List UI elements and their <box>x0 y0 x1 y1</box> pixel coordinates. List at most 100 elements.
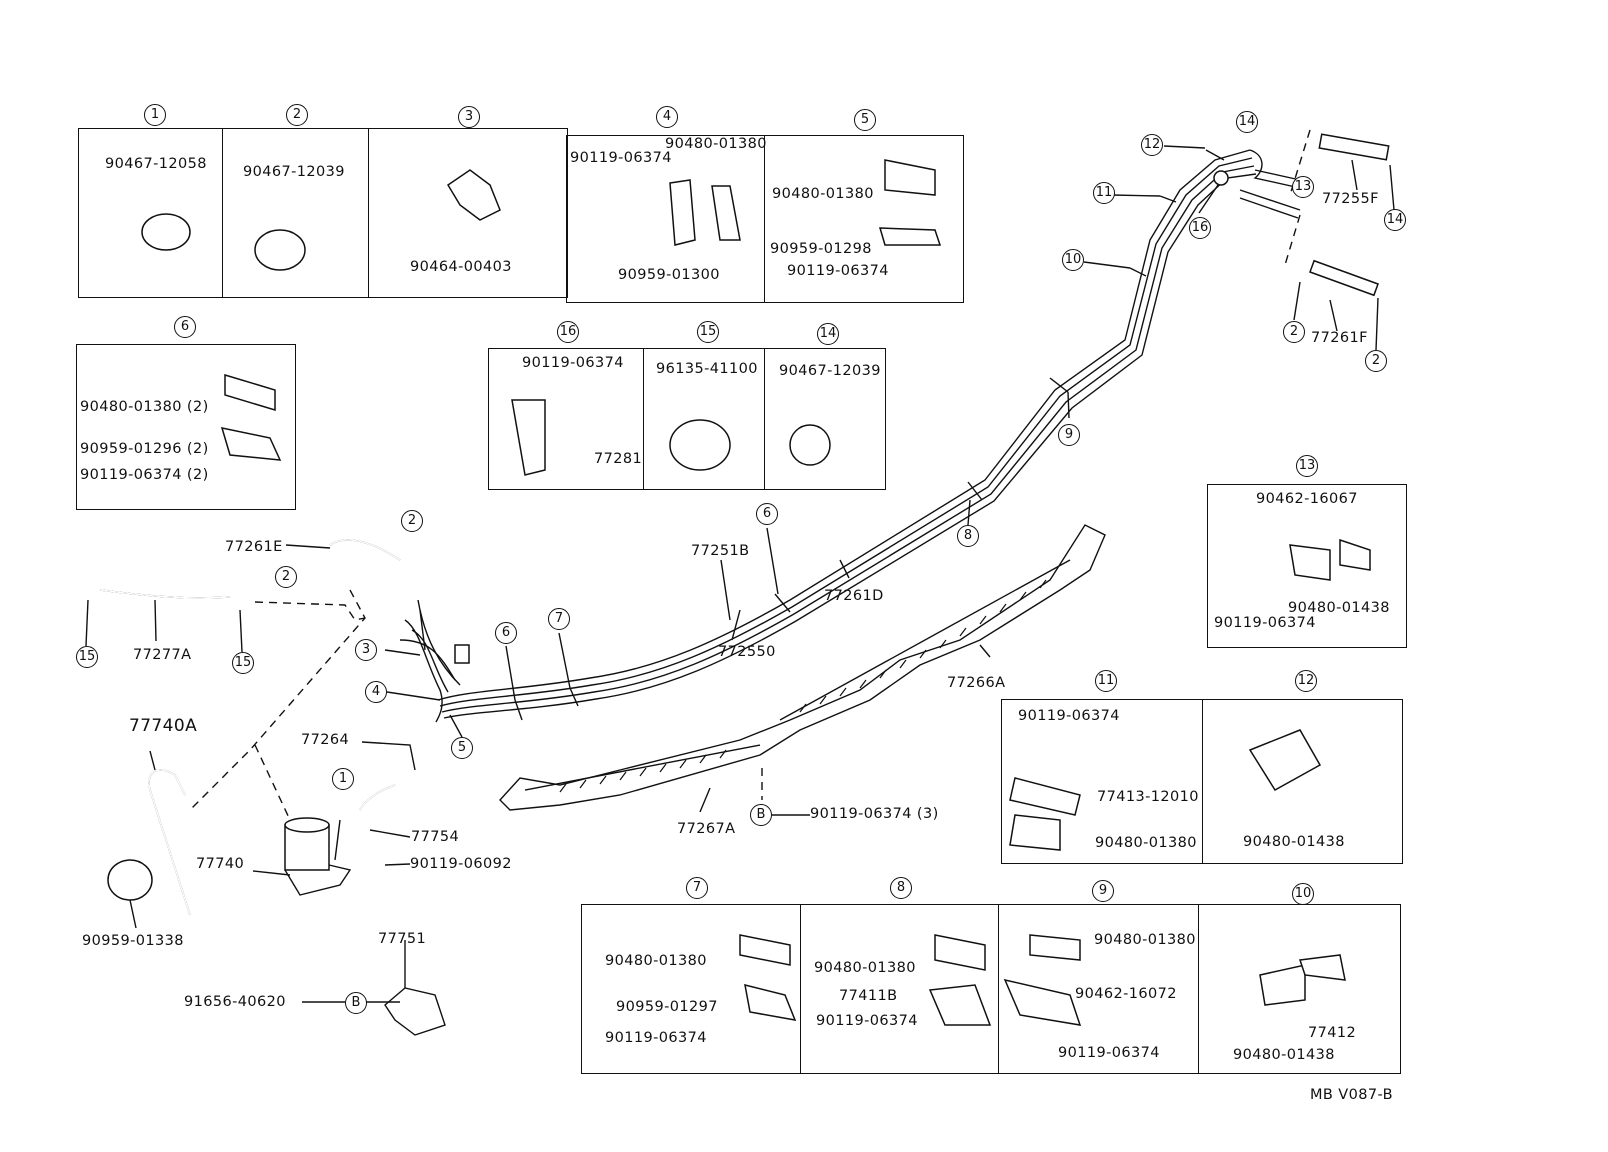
part-77266A: 77266A <box>947 675 1006 691</box>
detail-frame-1-4 <box>78 128 568 298</box>
part-90119-06374: 90119-06374 <box>522 355 624 371</box>
part-77267A: 77267A <box>677 821 736 837</box>
callout-1-line: 1 <box>332 768 354 790</box>
divider <box>222 128 223 298</box>
part-90480-01380: 90480-01380 <box>665 136 767 152</box>
callout-2-left: 2 <box>275 566 297 588</box>
callout-16-line: 16 <box>1189 217 1211 239</box>
part-90480-01380: 90480-01380 <box>605 953 707 969</box>
callout-14-right: 14 <box>1384 209 1406 231</box>
part-90464-00403: 90464-00403 <box>410 259 512 275</box>
callout-14-top: 14 <box>1236 111 1258 133</box>
box-part-icons <box>141 159 1371 1026</box>
part-90462-16067: 90462-16067 <box>1256 491 1358 507</box>
callout-7-line: 7 <box>548 608 570 630</box>
part-90467-12039: 90467-12039 <box>243 164 345 180</box>
divider <box>368 128 369 298</box>
callout-7: 7 <box>686 877 708 899</box>
part-77751: 77751 <box>378 931 427 947</box>
part-77740A: 77740A <box>129 716 198 736</box>
callout-13: 13 <box>1296 455 1318 477</box>
part-90480-01380: 90480-01380 <box>814 960 916 976</box>
callout-8: 8 <box>890 877 912 899</box>
callout-3-line: 3 <box>355 639 377 661</box>
part-90467-12039: 90467-12039 <box>779 363 881 379</box>
part-90119-06374: 90119-06374 <box>816 1013 918 1029</box>
callout-2-far-right: 2 <box>1365 350 1387 372</box>
divider <box>998 904 999 1074</box>
callout-5-line: 5 <box>451 737 473 759</box>
callout-14: 14 <box>817 323 839 345</box>
detail-frame-4-5 <box>566 135 964 303</box>
callout-1: 1 <box>144 104 166 126</box>
callout-6-line: 6 <box>756 503 778 525</box>
callout-6: 6 <box>174 316 196 338</box>
part-96135-41100: 96135-41100 <box>656 361 758 377</box>
callout-2-front: 2 <box>401 510 423 532</box>
part-90119-06374-2: 90119-06374 (2) <box>80 467 209 483</box>
callout-12: 12 <box>1295 670 1317 692</box>
part-90480-01380: 90480-01380 <box>1095 835 1197 851</box>
callout-15-mid: 15 <box>232 652 254 674</box>
part-90119-06374-3: 90119-06374 (3) <box>810 806 939 822</box>
part-77411B: 77411B <box>839 988 898 1004</box>
part-77412: 77412 <box>1308 1025 1357 1041</box>
part-90480-01438: 90480-01438 <box>1233 1047 1335 1063</box>
divider <box>764 135 765 303</box>
callout-11-line: 11 <box>1093 182 1115 204</box>
callout-12-line: 12 <box>1141 134 1163 156</box>
divider <box>800 904 801 1074</box>
part-90467-12058: 90467-12058 <box>105 156 207 172</box>
part-90480-01438: 90480-01438 <box>1243 834 1345 850</box>
part-90462-16072: 90462-16072 <box>1075 986 1177 1002</box>
part-77255F: 77255F <box>1322 191 1379 207</box>
callout-b-bracket: B <box>345 992 367 1014</box>
divider <box>643 348 644 490</box>
drawing-reference: MB V087-B <box>1310 1087 1393 1103</box>
part-90119-06374: 90119-06374 <box>1214 615 1316 631</box>
part-90959-01298: 90959-01298 <box>770 241 872 257</box>
callout-13-line: 13 <box>1292 176 1314 198</box>
detail-frame-7-10 <box>581 904 1401 1074</box>
part-90480-01438: 90480-01438 <box>1288 600 1390 616</box>
part-77261D: 77261D <box>824 588 884 604</box>
brake-line-bundle <box>437 149 1257 721</box>
callout-4-line: 4 <box>365 681 387 703</box>
callout-9-line: 9 <box>1058 424 1080 446</box>
callout-4: 4 <box>656 106 678 128</box>
part-90119-06374: 90119-06374 <box>605 1030 707 1046</box>
part-90480-01380: 90480-01380 <box>772 186 874 202</box>
detail-frame-6 <box>76 344 296 510</box>
callout-6-front: 6 <box>495 622 517 644</box>
detail-frame-13 <box>1207 484 1407 648</box>
callout-15: 15 <box>697 321 719 343</box>
part-90959-01338: 90959-01338 <box>82 933 184 949</box>
part-90119-06374: 90119-06374 <box>570 150 672 166</box>
part-77754: 77754 <box>411 829 460 845</box>
part-77740: 77740 <box>196 856 245 872</box>
callout-11: 11 <box>1095 670 1117 692</box>
part-90119-06374: 90119-06374 <box>787 263 889 279</box>
divider <box>1202 699 1203 864</box>
callout-15-left: 15 <box>76 646 98 668</box>
part-90119-06374: 90119-06374 <box>1018 708 1120 724</box>
part-77277A: 77277A <box>133 647 192 663</box>
callout-16: 16 <box>557 321 579 343</box>
part-90959-01296-2: 90959-01296 (2) <box>80 441 209 457</box>
callout-8-line: 8 <box>957 525 979 547</box>
divider <box>764 348 765 490</box>
part-90119-06374: 90119-06374 <box>1058 1045 1160 1061</box>
detail-frame-16-15-14 <box>488 348 886 490</box>
part-90480-01380-2: 90480-01380 (2) <box>80 399 209 415</box>
part-91656-40620: 91656-40620 <box>184 994 286 1010</box>
part-90959-01300: 90959-01300 <box>618 267 720 283</box>
callout-10-line: 10 <box>1062 249 1084 271</box>
part-90959-01297: 90959-01297 <box>616 999 718 1015</box>
divider <box>1198 904 1199 1074</box>
part-77251B: 77251B <box>691 543 750 559</box>
part-77281: 77281 <box>594 451 643 467</box>
part-77261F: 77261F <box>1311 330 1368 346</box>
part-90480-01380: 90480-01380 <box>1094 932 1196 948</box>
